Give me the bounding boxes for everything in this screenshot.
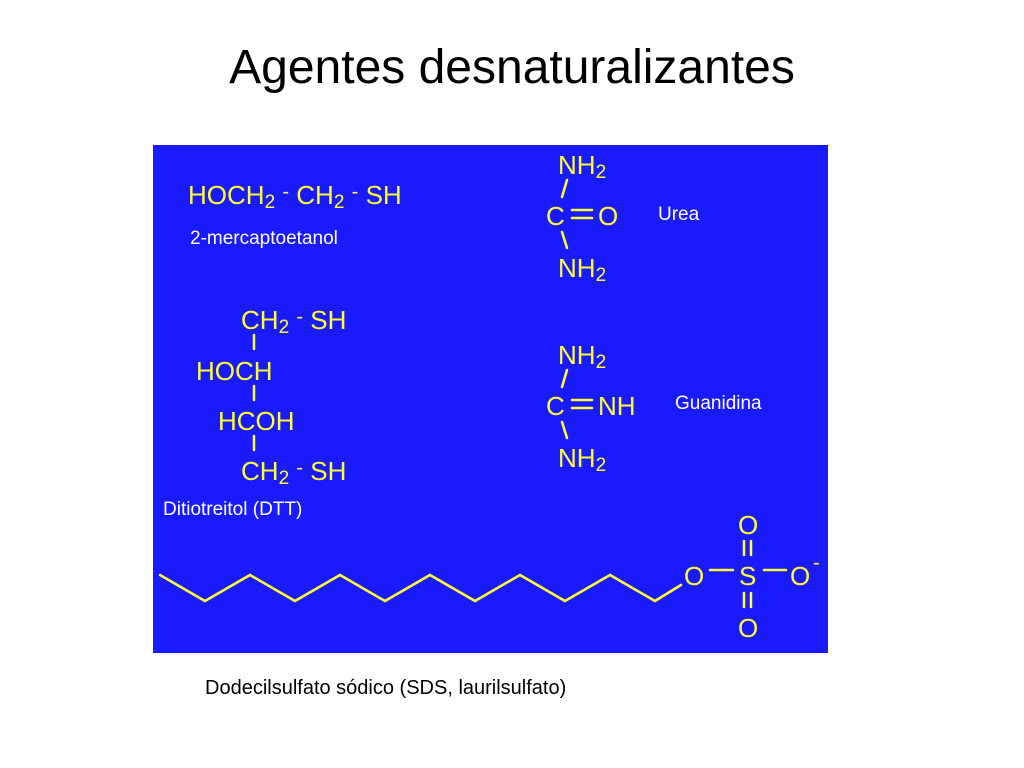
dtt-row-4: CH2 - SH: [241, 456, 347, 489]
dtt-row-1: CH2 - SH: [241, 305, 347, 338]
dtt-row-2: HOCH: [196, 356, 273, 386]
dtt-row-3: HCOH: [218, 406, 295, 436]
guanidine-nh: NH: [598, 391, 636, 421]
urea-bond-top: [560, 178, 569, 199]
sds-sulfur: S: [739, 561, 757, 591]
sds-oxygen-bottom: O: [738, 613, 759, 643]
urea-bond-bottom: [560, 230, 569, 250]
urea-nh2-bottom: NH2: [558, 253, 607, 286]
sds-negative-charge: -: [813, 552, 820, 574]
page-title: Agentes desnaturalizantes: [229, 41, 795, 94]
sds-oxygen-left: O: [684, 561, 705, 591]
guanidine-carbon: C: [546, 391, 565, 421]
guanidine-label: Guanidina: [675, 393, 762, 414]
guanidine-nh2-bottom: NH2: [558, 443, 607, 476]
mercaptoethanol-formula: HOCH2 - CH2 - SH: [188, 180, 402, 213]
mercaptoethanol-label: 2-mercaptoetanol: [190, 228, 338, 249]
guanidine-bond-top: [560, 368, 569, 389]
guanidine-bond-bottom: [560, 420, 569, 440]
structures-panel: HOCH2 - CH2 - SH 2-mercaptoetanol NH2 C …: [153, 145, 828, 653]
sds-oxygen-top: O: [738, 510, 759, 540]
urea-nh2-top: NH2: [558, 150, 607, 183]
urea-label: Urea: [658, 204, 700, 225]
bond-lines: [158, 178, 788, 609]
sds-caption: Dodecilsulfato sódico (SDS, laurilsulfat…: [205, 677, 567, 699]
sds-oxygen-right: O: [790, 561, 811, 591]
urea-carbon: C: [546, 201, 565, 231]
dodecyl-chain: [158, 573, 683, 603]
urea-oxygen: O: [598, 201, 619, 231]
guanidine-nh2-top: NH2: [558, 340, 607, 373]
dtt-label: Ditiotreitol (DTT): [163, 499, 303, 520]
